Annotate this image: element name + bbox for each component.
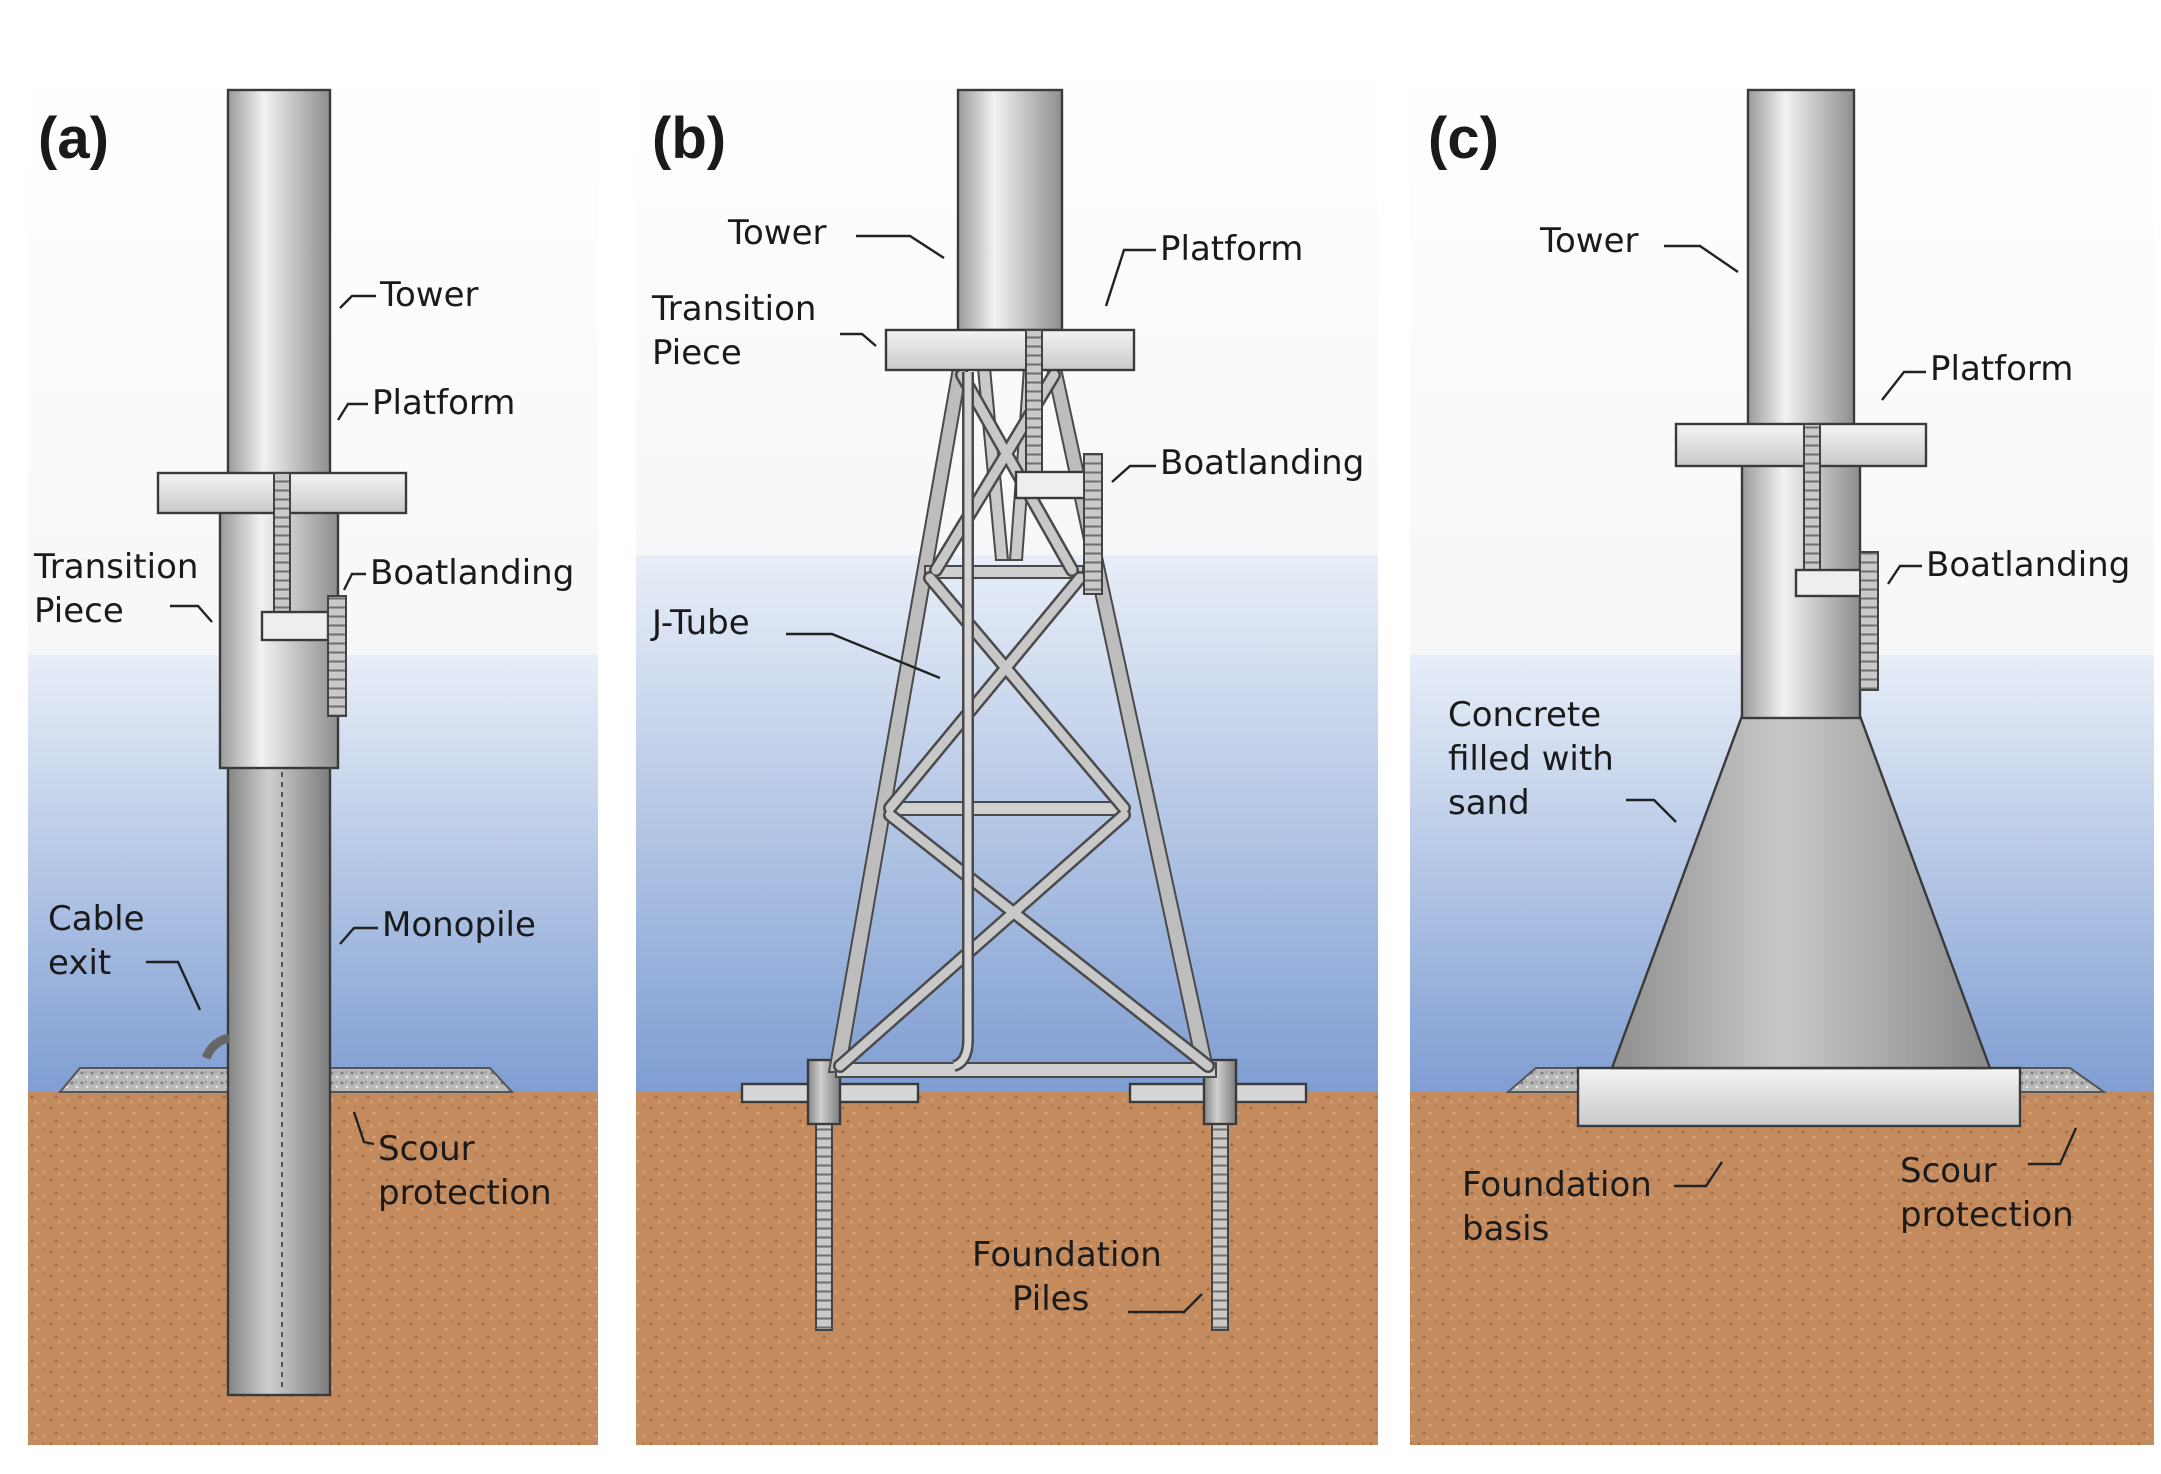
panel-b: (b) Tower Platform Transition Piece Boat… xyxy=(636,60,1378,1445)
panel-b-label-tower: Tower xyxy=(727,213,827,253)
panel-c: (c) Tower Platform Boatlanding Concrete … xyxy=(1410,60,2154,1445)
panel-a-label-transition-2: Piece xyxy=(34,591,124,631)
panel-b-leader-transition xyxy=(840,332,877,347)
panel-a-leader-boatlanding xyxy=(342,572,366,591)
panel-b-leader-piles xyxy=(1128,1293,1203,1314)
panel-c-boatlanding-fender xyxy=(1859,551,1879,691)
panel-c-label-concrete-1: Concrete xyxy=(1448,695,1601,735)
panel-c-label-basis-2: basis xyxy=(1462,1209,1549,1249)
panel-a-label-monopile: Monopile xyxy=(382,905,536,945)
panel-c-label-basis-1: Foundation xyxy=(1462,1165,1652,1205)
panel-a-ladder xyxy=(273,472,291,614)
panel-a-leader-transition xyxy=(170,604,213,623)
panel-a-cable-exit xyxy=(201,1033,231,1060)
panel-a-leader-tower xyxy=(339,294,376,309)
panel-a-monopile xyxy=(226,763,332,1397)
panel-a-label-platform: Platform xyxy=(372,383,515,423)
panel-a-label-cable-1: Cable xyxy=(48,899,145,939)
panel-c-label-platform: Platform xyxy=(1930,349,2073,389)
panel-b-pile-right xyxy=(1211,1089,1229,1331)
panel-b-boatlanding-fender xyxy=(1083,453,1103,595)
panel-c-foundation-basis xyxy=(1576,1066,2022,1128)
panel-a-label-scour-2: protection xyxy=(378,1173,552,1213)
panel-c-label-boatlanding: Boatlanding xyxy=(1926,545,2130,585)
panel-c-leader-tower xyxy=(1664,244,1739,273)
panel-b-label-piles-1: Foundation xyxy=(972,1235,1162,1275)
panel-a-tower xyxy=(226,88,332,504)
panel-b-ladder xyxy=(1025,329,1043,483)
panel-a-label-boatlanding: Boatlanding xyxy=(370,553,574,593)
panel-b-leader-jtube xyxy=(786,632,941,680)
panel-b-platform xyxy=(884,328,1136,372)
panel-c-label-scour-2: protection xyxy=(1900,1195,2074,1235)
panel-c-leader-platform xyxy=(1881,370,1926,401)
panel-a-leader-cable xyxy=(146,960,202,1011)
panel-c-label-scour-1: Scour xyxy=(1900,1151,1997,1191)
panel-c-leader-concrete xyxy=(1626,798,1677,823)
panel-c-boatlanding xyxy=(1794,568,1866,598)
panel-c-leader-basis xyxy=(1674,1161,1723,1188)
panel-b-label-transition-1: Transition xyxy=(651,289,816,329)
panel-a-boatlanding-fender xyxy=(327,595,347,717)
panel-c-label-concrete-2: filled with xyxy=(1448,739,1614,779)
panel-a-label-transition-1: Transition xyxy=(33,547,198,587)
panel-b-leader-boatlanding xyxy=(1111,464,1156,483)
panel-b-pile-left xyxy=(815,1089,833,1331)
panel-c-ladder xyxy=(1803,423,1821,575)
panel-b-letter: (b) xyxy=(652,106,726,171)
panel-b-label-boatlanding: Boatlanding xyxy=(1160,443,1364,483)
panel-c-leader-scour xyxy=(2028,1127,2078,1166)
panel-a-label-scour-1: Scour xyxy=(378,1129,475,1169)
panel-b-label-transition-2: Piece xyxy=(652,333,742,373)
panel-b-label-platform: Platform xyxy=(1160,229,1303,269)
panel-a-letter: (a) xyxy=(38,106,109,171)
panel-c-letter: (c) xyxy=(1428,106,1499,171)
panel-a-label-cable-2: exit xyxy=(48,943,111,983)
panel-a-leader-platform xyxy=(336,402,368,421)
panel-a-leader-monopile xyxy=(339,926,378,945)
panel-a-leader-scour xyxy=(352,1111,375,1146)
panel-b-jtube-fill xyxy=(952,372,972,1070)
panel-a: (a) Tower Platform Transition Piece Boat… xyxy=(28,60,598,1445)
panel-b-leader-platform xyxy=(1104,248,1156,307)
panel-b-water xyxy=(636,555,1378,1097)
panel-b-label-jtube: J-Tube xyxy=(650,603,750,643)
panel-c-label-tower: Tower xyxy=(1539,221,1639,261)
panel-a-boatlanding xyxy=(260,610,330,642)
panel-b-tower xyxy=(956,88,1064,332)
panel-c-tower xyxy=(1746,88,1856,428)
panel-c-leader-boatlanding xyxy=(1887,564,1922,585)
panel-b-seabed xyxy=(636,1092,1378,1445)
panel-c-label-concrete-3: sand xyxy=(1448,783,1530,823)
panel-c-seabed xyxy=(1410,1092,2154,1445)
panel-b-leader-tower xyxy=(856,234,945,260)
panel-a-label-tower: Tower xyxy=(379,275,479,315)
panel-c-platform xyxy=(1674,422,1928,468)
panel-b-label-piles-2: Piles xyxy=(1012,1279,1089,1319)
panel-b-boatlanding xyxy=(1014,470,1088,500)
